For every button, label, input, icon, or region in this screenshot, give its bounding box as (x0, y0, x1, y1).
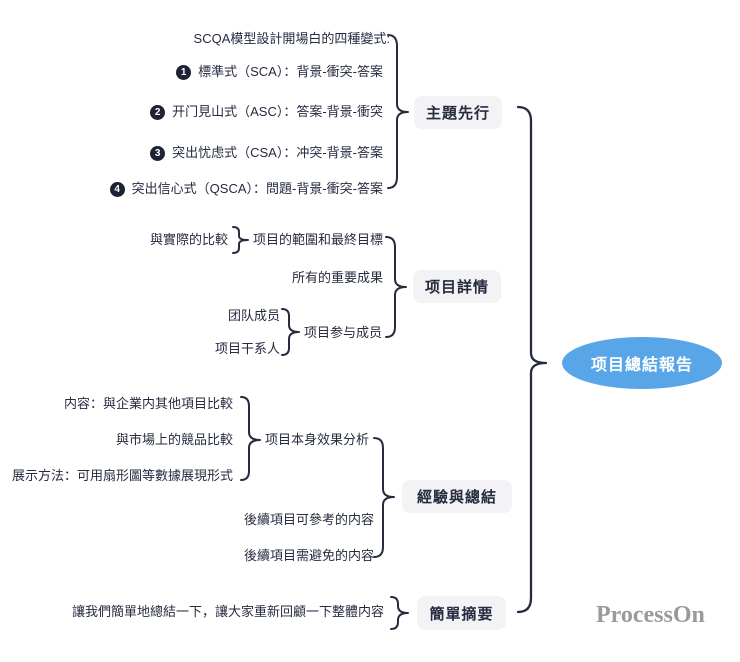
team-members-topic[interactable]: 团队成员 (227, 308, 280, 323)
node-brief-summary[interactable]: 簡單摘要 (417, 596, 506, 630)
scqa-item-3[interactable]: 3 突出忧虑式（CSA）：冲突-背景-答案 (150, 145, 383, 161)
content-compare-topic[interactable]: 内容：與企業内其他項目比較 (63, 396, 233, 411)
brace-compare-actual (232, 226, 249, 254)
node-project-detail[interactable]: 项目詳情 (413, 270, 501, 303)
scqa-item-1-text: 標準式（SCA）：背景-衝突-答案 (198, 64, 383, 79)
processon-watermark: ProcessOn (596, 602, 705, 628)
scqa-item-3-text: 突出忧虑式（CSA）：冲突-背景-答案 (172, 145, 383, 160)
numbered-circle-1-icon: 1 (176, 64, 192, 80)
brace-root (516, 105, 548, 614)
node-theme-first[interactable]: 主題先行 (414, 96, 502, 129)
scope-goal-topic[interactable]: 项目的範圍和最終目標 (252, 232, 383, 247)
scqa-item-2-text: 开门見山式（ASC）：答案-背景-衝突 (172, 104, 383, 119)
market-compare-topic[interactable]: 與市場上的競品比較 (115, 432, 233, 447)
brace-experience (373, 437, 395, 558)
scqa-item-2[interactable]: 2 开门見山式（ASC）：答案-背景-衝突 (150, 104, 383, 120)
brace-project-detail (385, 236, 407, 338)
numbered-circle-3-icon: 3 (150, 145, 166, 161)
compare-actual-topic[interactable]: 與實際的比較 (149, 232, 228, 247)
numbered-circle-2-icon: 2 (150, 104, 166, 120)
scqa-item-4-text: 突出信心式（QSCA）：問題-背景-衝突-答案 (131, 181, 383, 196)
display-method-topic[interactable]: 展示方法：可用扇形圖等數據展現形式 (11, 468, 233, 483)
participants-topic[interactable]: 项目参与成员 (303, 325, 382, 340)
brace-effect-sub (240, 396, 261, 481)
node-experience-summary[interactable]: 經驗與總結 (402, 480, 512, 513)
scqa-item-1[interactable]: 1 標準式（SCA）：背景-衝突-答案 (176, 64, 383, 80)
stakeholders-topic[interactable]: 项目干系人 (214, 341, 280, 356)
effect-analysis-topic[interactable]: 项目本身效果分析 (265, 432, 370, 447)
brace-members (281, 308, 300, 356)
achievements-topic[interactable]: 所有的重要成果 (291, 270, 383, 285)
reference-topic[interactable]: 後續項目可參考的内容 (244, 512, 375, 527)
root-node-project-report[interactable]: 项目總結報告 (562, 337, 722, 389)
brace-summary (390, 596, 409, 630)
brief-summary-topic[interactable]: 讓我們簡單地總結一下，讓大家重新回顧一下整體内容 (71, 604, 384, 619)
brace-scqa (387, 34, 409, 189)
scqa-header[interactable]: SCQA模型設計開場白的四種變式: (193, 31, 390, 46)
scqa-item-4[interactable]: 4 突出信心式（QSCA）：問題-背景-衝突-答案 (109, 181, 383, 197)
numbered-circle-4-icon: 4 (109, 181, 125, 197)
avoid-topic[interactable]: 後續項目需避免的内容 (244, 548, 375, 563)
